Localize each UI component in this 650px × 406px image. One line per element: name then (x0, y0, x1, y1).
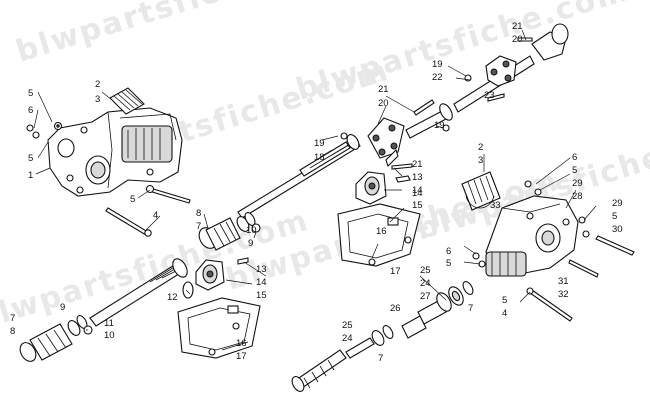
callout-number: 28 (572, 191, 583, 202)
callout-number: 24 (342, 333, 353, 344)
rear-upper-shaft (453, 23, 569, 113)
coupler-bolts (340, 99, 450, 170)
callout-number: 18 (314, 152, 325, 163)
callout-number: 5 (612, 211, 617, 222)
front-gearcase (47, 107, 183, 197)
callout-number: 3 (478, 155, 483, 166)
callout-number: 26 (390, 303, 401, 314)
lower-carrier-bearing (182, 257, 249, 299)
callout-number: 14 (412, 185, 423, 196)
callout-number: 12 (167, 292, 178, 303)
callout-number: 7 (378, 353, 383, 364)
callout-number: 8 (196, 208, 201, 219)
callout-number: 13 (412, 172, 423, 183)
callout-number: 6 (446, 246, 451, 257)
callout-number: 6 (572, 152, 577, 163)
front-shift-boot (109, 87, 145, 115)
callout-number: 15 (256, 290, 267, 301)
callout-number: 21 (512, 21, 523, 32)
callout-number: 17 (390, 266, 401, 277)
rear-lower-shaft (291, 281, 474, 392)
callout-number: 22 (432, 72, 443, 83)
callout-number: 14 (256, 277, 267, 288)
watermark-text: blwpartsfiche.com (292, 0, 633, 108)
callout-number: 16 (236, 338, 247, 349)
callout-number: 19 (432, 59, 443, 70)
callout-number: 5 (502, 295, 507, 306)
callout-number: 17 (236, 351, 247, 362)
callout-number: 24 (420, 278, 431, 289)
callout-number: 11 (104, 318, 114, 329)
callout-number: 25 (342, 320, 353, 331)
callout-number: 9 (248, 238, 253, 249)
callout-number: 19 (314, 138, 325, 149)
callout-number: 5 (28, 153, 33, 164)
callout-number: 4 (502, 308, 507, 319)
callout-number: 5 (572, 165, 577, 176)
callout-number: 21 (412, 159, 423, 170)
callout-number: 19 (434, 120, 445, 131)
callout-number: 2 (95, 79, 100, 90)
lower-cv-boot (19, 315, 93, 362)
callout-number: 31 (558, 276, 569, 287)
callout-number: 7 (468, 303, 473, 314)
callout-number: 3 (95, 94, 100, 105)
rear-gearcase-hardware (472, 180, 635, 322)
callout-number: 5 (446, 258, 451, 269)
callout-number: 1 (28, 170, 33, 181)
rear-gearcase (485, 195, 579, 277)
callout-number: 5 (28, 88, 33, 99)
callout-number: 27 (420, 291, 431, 302)
callout-number: 23 (484, 90, 495, 101)
upper-coupler (367, 103, 453, 168)
callout-number: 32 (558, 289, 569, 300)
callout-number: 10 (104, 330, 115, 341)
watermark-text: blwpartsfiche.com (12, 0, 353, 70)
callout-number: 7 (196, 221, 201, 232)
lower-mount-bracket (177, 297, 261, 359)
callout-labels: 2 3 5 6 5 1 5 4 8 7 10 9 21 20 19 18 19 … (10, 21, 623, 364)
callout-number: 20 (512, 34, 523, 45)
upper-carrier-bearing (355, 171, 411, 205)
callout-number: 21 (378, 84, 389, 95)
front-drive-shaft (237, 134, 361, 219)
callout-number: 2 (478, 142, 483, 153)
rear-shift-boot (461, 171, 501, 211)
leader-lines (33, 29, 597, 351)
callout-number: 20 (378, 98, 389, 109)
callout-number: 30 (612, 224, 623, 235)
lower-drive-shaft (89, 258, 188, 327)
gearcase-hardware (26, 121, 191, 237)
callout-number: 7 (10, 313, 15, 324)
callout-number: 14 (412, 188, 423, 199)
callout-number: 8 (10, 326, 15, 337)
callout-number: 10 (246, 225, 257, 236)
callout-number: 13 (256, 264, 267, 275)
callout-number: 9 (60, 302, 65, 313)
callout-number: 4 (153, 210, 158, 221)
callout-number: 25 (420, 265, 431, 276)
front-cv-boot (198, 212, 261, 251)
callout-number: 16 (376, 226, 387, 237)
callout-number: 5 (130, 194, 135, 205)
upper-mount-bracket (337, 203, 421, 267)
callout-number: 6 (28, 105, 33, 116)
callout-number: 33 (490, 200, 501, 211)
callout-number: 15 (412, 200, 423, 211)
callout-number: 29 (612, 198, 623, 209)
callout-number: 29 (572, 178, 583, 189)
